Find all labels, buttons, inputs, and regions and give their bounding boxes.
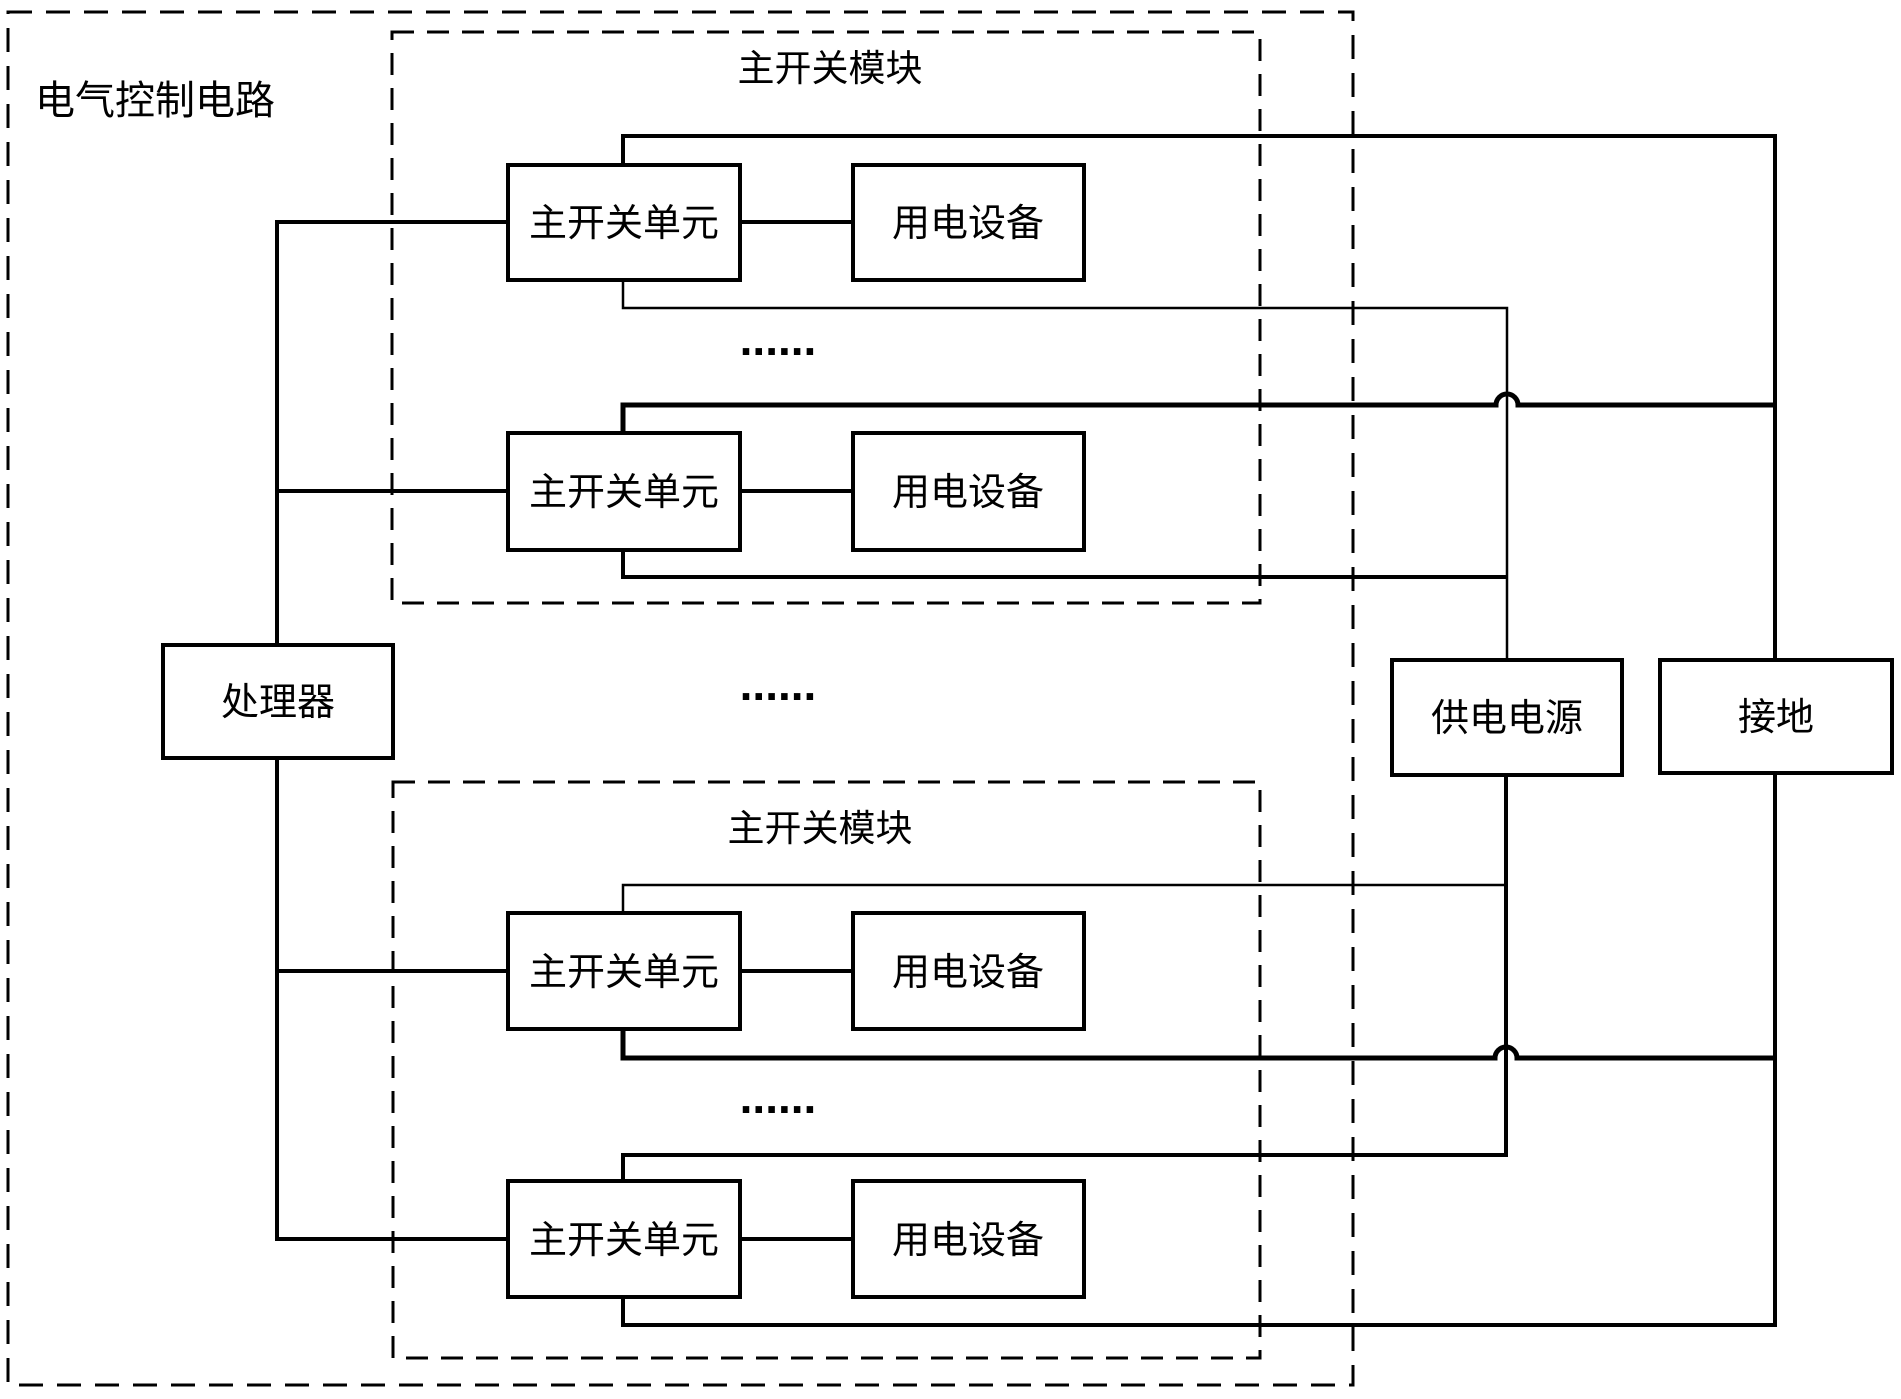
module2-row1-switch-unit-label: 主开关单元 (529, 952, 719, 994)
module2-row2-switch-unit-label: 主开关单元 (529, 1220, 719, 1262)
modules-separator-ellipsis: ...... (740, 658, 817, 710)
wire-row3-top-to-power-rail (621, 883, 1506, 913)
power-supply-label: 供电电源 (1431, 698, 1583, 740)
processor-box (161, 643, 395, 760)
wire-row2-top-to-ground-with-crossover-hop (620, 391, 1775, 433)
wire-row1-top-to-ground-rail (621, 134, 1777, 660)
module-top-dashed-border (390, 30, 1262, 605)
module1-row2-device-label: 用电设备 (892, 472, 1044, 514)
wire-row2-bottom-to-power-rail (621, 550, 1507, 579)
power-supply-box (1390, 658, 1624, 777)
module2-row2-device-label: 用电设备 (892, 1220, 1044, 1262)
module1-row2-device-box (851, 431, 1086, 552)
module-bottom-dashed-border (391, 780, 1262, 1360)
wire-row3-bottom-to-ground-with-crossover-hop (620, 1029, 1775, 1061)
wire-processor-bus-upper-row1-control (275, 220, 508, 645)
module2-rows-ellipsis: ...... (740, 1071, 817, 1123)
module1-row1-device-box (851, 163, 1086, 282)
module-top-label: 主开关模块 (738, 48, 923, 89)
module2-row2-device-box (851, 1179, 1086, 1299)
module1-row1-switch-unit-box (506, 163, 742, 282)
processor-label: 处理器 (221, 682, 335, 724)
module1-row2-switch-unit-box (506, 431, 742, 552)
wire-row4-top-to-power-rail-bottom (621, 775, 1508, 1181)
module2-row1-switch-unit-box (506, 911, 742, 1031)
ground-label: 接地 (1738, 697, 1814, 739)
module2-row1-device-box (851, 911, 1086, 1031)
outer-box-label: 电气控制电路 (35, 79, 275, 123)
module2-row2-switch-unit-box (506, 1179, 742, 1299)
module-bottom-label: 主开关模块 (728, 808, 913, 849)
wire-row1-bottom-to-power-rail (621, 280, 1509, 660)
outer-dashed-border-electrical-control-circuit (6, 10, 1355, 1387)
module1-rows-ellipsis: ...... (740, 313, 817, 365)
module1-row1-device-label: 用电设备 (892, 203, 1044, 245)
ground-box (1658, 658, 1894, 775)
module1-row1-switch-unit-label: 主开关单元 (529, 203, 719, 245)
wire-row4-bottom-to-ground-rail-bottom (621, 773, 1777, 1327)
module1-row2-switch-unit-label: 主开关单元 (529, 472, 719, 514)
module2-row1-device-label: 用电设备 (892, 952, 1044, 994)
wire-processor-bus-lower-row4-control (275, 758, 508, 1241)
